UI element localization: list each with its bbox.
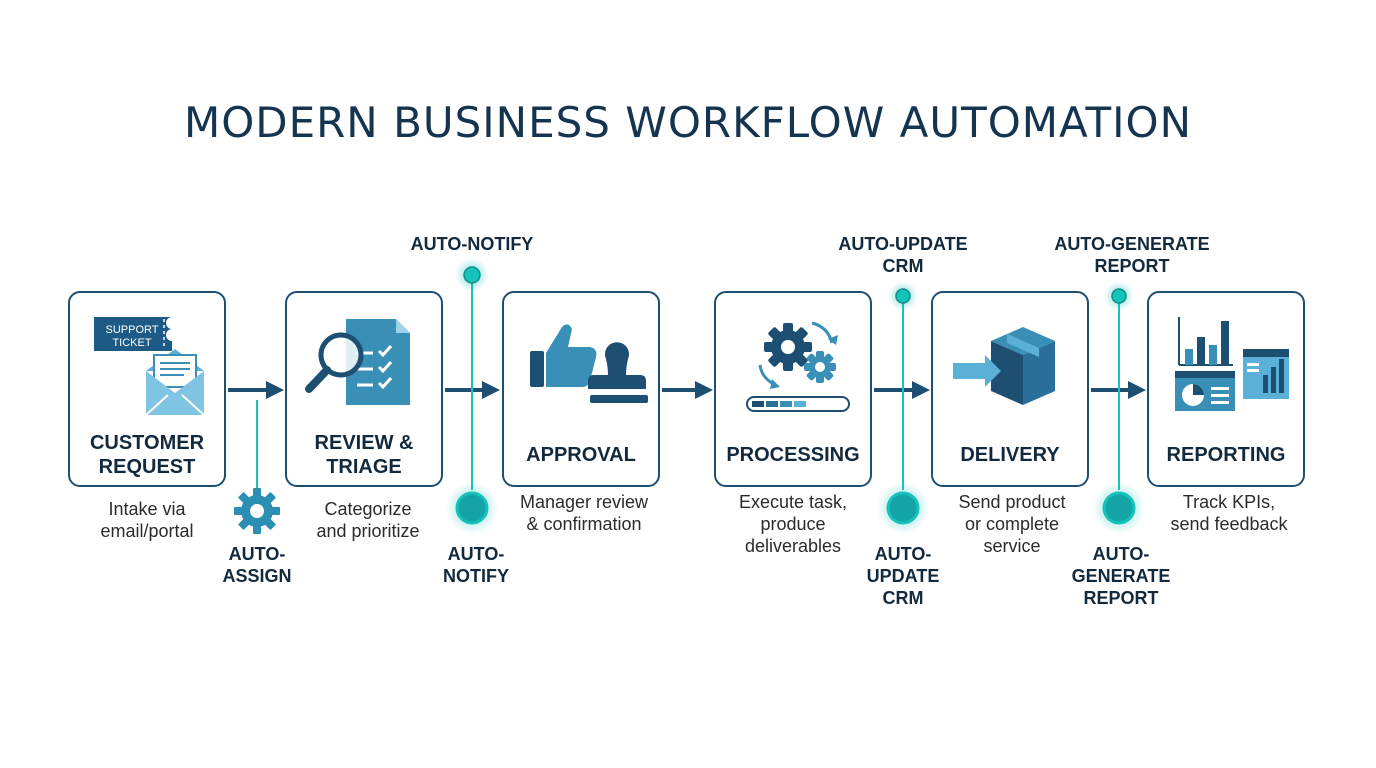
stage-reporting: REPORTING [1147,291,1305,487]
stage-description-reporting: Track KPIs, send feedback [1170,492,1288,534]
stage-review-triage: REVIEW & TRIAGE [285,291,443,487]
auto-notify-label-bottom: AUTO- NOTIFY [443,544,509,586]
stage-customer-request: SUPPORT TICKET CUSTOMER REQUEST [68,291,226,487]
svg-text:SUPPORT: SUPPORT [106,324,159,336]
package-arrow-icon [953,327,1055,405]
stage-delivery: DELIVERY [931,291,1089,487]
auto-update-node-bottom [877,482,929,534]
auto-generate-node-bottom [1093,482,1145,534]
stage-description-review-triage: Categorize and prioritize [316,499,420,541]
stage-name: REPORTING [1166,444,1286,466]
thumbs-up-stamp-icon [530,324,648,403]
stage-name: DELIVERY [960,444,1060,466]
stage-description-approval: Manager review & confirmation [519,492,649,534]
auto-generate-node-top [1104,281,1134,311]
auto-generate-report-label-top: AUTO-GENERATE REPORT [1054,234,1210,276]
stage-name: APPROVAL [526,444,636,466]
magnifier-checklist-icon [305,319,410,405]
support-ticket-envelope-icon: SUPPORT TICKET [94,317,205,415]
auto-update-node-top [888,281,918,311]
stage-name: REVIEW & TRIAGE [314,432,414,478]
auto-assign-label: AUTO- ASSIGN [222,544,292,586]
auto-notify-node-bottom [446,482,498,534]
auto-generate-report-label-bottom: AUTO- GENERATE REPORT [1071,544,1171,608]
charts-dashboard-icon [1175,317,1289,411]
stage-processing: PROCESSING [714,291,872,487]
stage-description-delivery: Send product or complete service [958,492,1066,556]
auto-update-crm-label-bottom: AUTO- UPDATE CRM [866,544,940,608]
page-title: MODERN BUSINESS WORKFLOW AUTOMATION [183,98,1193,147]
gears-progress-icon [746,321,850,412]
stage-approval: APPROVAL [502,291,660,487]
auto-update-crm-label-top: AUTO-UPDATE CRM [838,234,968,276]
svg-text:TICKET: TICKET [112,337,151,349]
auto-notify-label-top: AUTO-NOTIFY [410,234,534,254]
stage-name: PROCESSING [726,444,860,466]
stage-description-customer-request: Intake via email/portal [100,499,194,541]
gear-icon [234,488,280,534]
auto-notify-node-top [455,258,489,292]
stage-description-processing: Execute task, produce deliverables [738,492,848,556]
stage-name: CUSTOMER REQUEST [89,432,205,478]
